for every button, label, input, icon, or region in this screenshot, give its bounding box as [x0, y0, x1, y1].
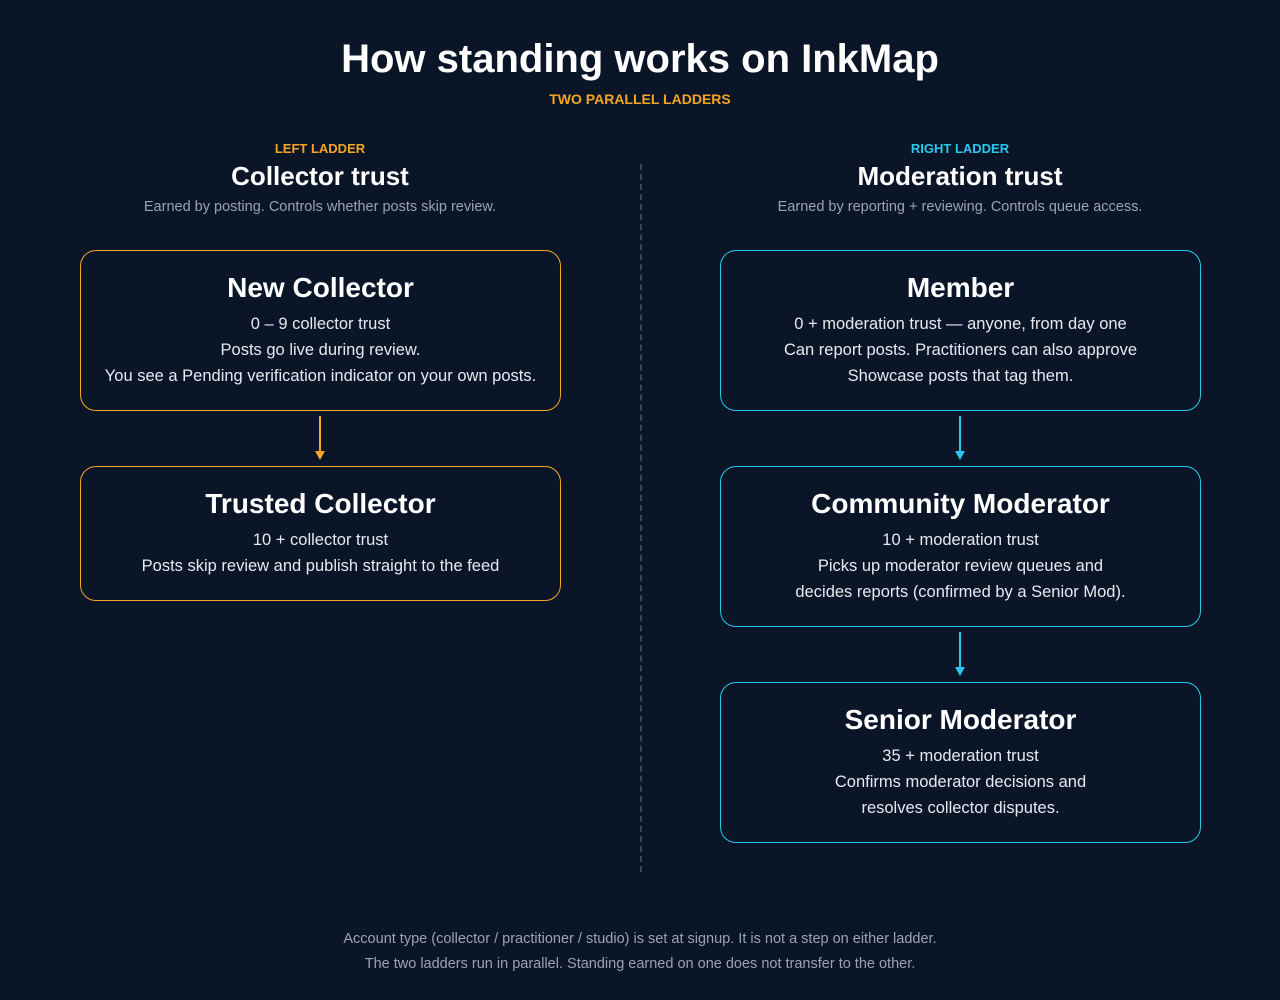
ladder-divider [640, 164, 642, 872]
card-line: Can report posts. Practitioners can also… [783, 341, 1138, 359]
card-member: Member 0 + moderation trust — anyone, fr… [720, 250, 1201, 411]
footer-note-account-type: Account type (collector / practitioner /… [343, 931, 937, 947]
arrow-down-icon [315, 416, 325, 460]
left-ladder-description: Earned by posting. Controls whether post… [143, 199, 497, 215]
right-ladder-description: Earned by reporting + reviewing. Control… [777, 199, 1143, 215]
card-line: 0 – 9 collector trust [250, 315, 391, 333]
card-line: 35 + moderation trust [882, 747, 1039, 765]
card-new-collector: New Collector 0 – 9 collector trust Post… [80, 250, 561, 411]
left-ladder-title: Collector trust [231, 161, 409, 191]
arrow-down-icon [955, 416, 965, 460]
footer-note-parallel: The two ladders run in parallel. Standin… [364, 956, 916, 972]
card-title: Member [906, 272, 1015, 303]
card-trusted-collector: Trusted Collector 10 + collector trust P… [80, 466, 561, 601]
card-title: Community Moderator [811, 488, 1110, 519]
card-line: Showcase posts that tag them. [847, 367, 1074, 385]
card-line: Confirms moderator decisions and [834, 773, 1087, 791]
right-ladder-title: Moderation trust [857, 161, 1063, 191]
card-title: Senior Moderator [844, 704, 1077, 735]
card-line: decides reports (confirmed by a Senior M… [795, 583, 1126, 601]
card-senior-moderator: Senior Moderator 35 + moderation trust C… [720, 682, 1201, 843]
card-title: Trusted Collector [205, 488, 436, 519]
card-line: resolves collector disputes. [861, 799, 1060, 817]
card-line: Posts skip review and publish straight t… [141, 557, 500, 575]
card-line: Picks up moderator review queues and [817, 557, 1104, 575]
left-ladder-kicker: LEFT LADDER [274, 141, 366, 156]
card-line: 0 + moderation trust — anyone, from day … [794, 315, 1127, 333]
right-ladder-kicker: RIGHT LADDER [910, 141, 1010, 156]
page-subtitle: TWO PARALLEL LADDERS [549, 91, 731, 107]
card-line: You see a Pending verification indicator… [104, 367, 537, 385]
page-title: How standing works on InkMap [341, 37, 939, 81]
card-line: 10 + collector trust [252, 531, 389, 549]
card-line: Posts go live during review. [220, 341, 421, 359]
card-title: New Collector [227, 272, 414, 303]
card-community-moderator: Community Moderator 10 + moderation trus… [720, 466, 1201, 627]
arrow-down-icon [955, 632, 965, 676]
card-line: 10 + moderation trust [882, 531, 1039, 549]
